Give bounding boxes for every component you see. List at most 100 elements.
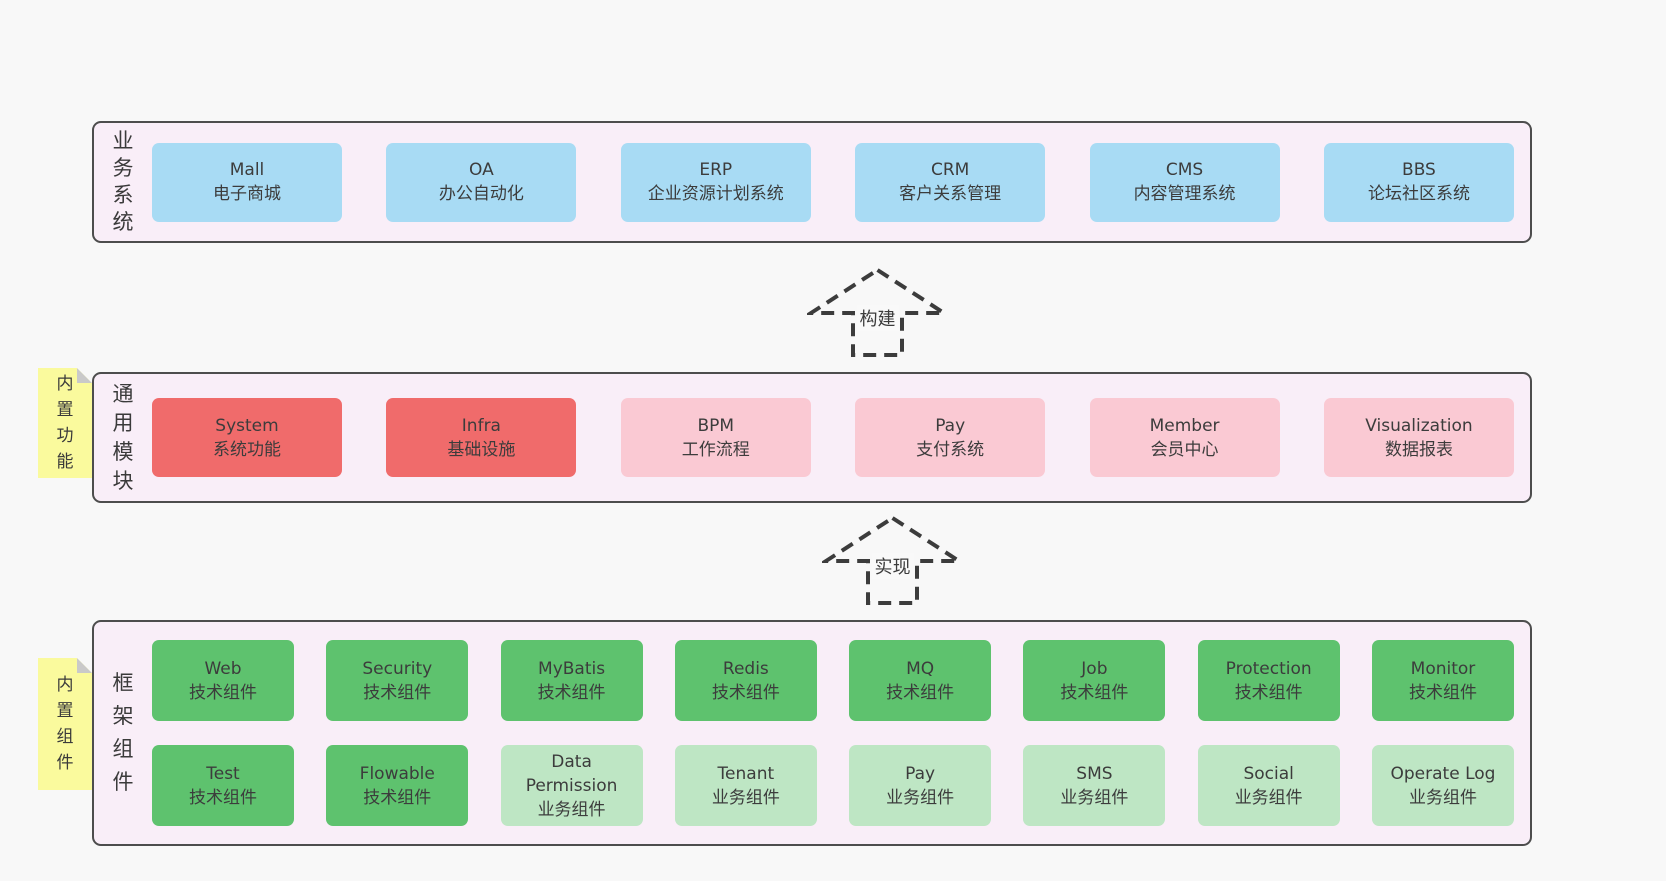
- box-subtitle: 支付系统: [916, 439, 985, 460]
- modules-box-row: System 系统功能 Infra 基础设施 BPM 工作流程 Pay 支付系统…: [152, 374, 1514, 501]
- box-cms: CMS 内容管理系统: [1089, 142, 1280, 222]
- box-subtitle: 工作流程: [681, 439, 750, 460]
- box-title: Pay: [935, 415, 966, 436]
- box-title: Flowable: [359, 763, 435, 784]
- box-subtitle: 技术组件: [886, 682, 955, 703]
- box-pay-system: Pay 支付系统: [855, 398, 1046, 477]
- box-title: Tenant: [717, 763, 775, 784]
- sticky-label: 内置功能: [56, 374, 74, 472]
- box-title: MQ: [906, 658, 935, 679]
- box-crm: CRM 客户关系管理: [855, 142, 1046, 222]
- box-subtitle: 业务组件: [886, 787, 955, 808]
- box-subtitle: 业务组件: [711, 787, 780, 808]
- box-social: Social 业务组件: [1197, 745, 1340, 826]
- box-tenant: Tenant 业务组件: [674, 745, 817, 826]
- box-bpm: BPM 工作流程: [620, 398, 811, 477]
- sticky-fold-corner: [77, 368, 92, 383]
- box-subtitle: 业务组件: [1234, 787, 1303, 808]
- box-subtitle: 业务组件: [1408, 787, 1477, 808]
- box-subtitle: 技术组件: [189, 682, 257, 703]
- box-subtitle: 办公自动化: [438, 184, 524, 204]
- layer-business-systems: 业务系统 Mall 电子商城 OA 办公自动化 ERP 企业资源计划系统 CRM…: [92, 121, 1532, 243]
- box-subtitle: 技术组件: [1234, 682, 1303, 703]
- components-box-rows: Web 技术组件 Security 技术组件 MyBatis 技术组件 Redi…: [152, 640, 1514, 826]
- box-subtitle: 技术组件: [537, 682, 606, 703]
- components-row-2: Test 技术组件 Flowable 技术组件 Data Permission …: [152, 745, 1514, 826]
- arrow-build: 构建: [807, 266, 948, 358]
- box-title: SMS: [1076, 763, 1113, 784]
- box-web: Web 技术组件: [152, 640, 294, 721]
- box-title: Monitor: [1410, 658, 1476, 679]
- box-subtitle: 数据报表: [1384, 439, 1453, 460]
- box-operate-log: Operate Log 业务组件: [1371, 745, 1514, 826]
- box-title: Operate Log: [1390, 763, 1496, 784]
- box-title: MyBatis: [538, 658, 606, 679]
- box-protection: Protection 技术组件: [1197, 640, 1340, 721]
- box-title: BPM: [697, 415, 735, 436]
- layer-label: 框架组件: [112, 671, 134, 794]
- box-subtitle: 技术组件: [189, 787, 257, 808]
- box-subtitle: 会员中心: [1150, 439, 1219, 460]
- layer-label-gutter: 框架组件: [94, 622, 152, 844]
- box-member: Member 会员中心: [1089, 398, 1280, 477]
- box-visualization: Visualization 数据报表: [1323, 398, 1514, 477]
- box-title: Web: [204, 658, 242, 679]
- box-test: Test 技术组件: [152, 745, 294, 826]
- box-mybatis: MyBatis 技术组件: [500, 640, 643, 721]
- box-subtitle: 客户关系管理: [899, 184, 1002, 204]
- layer-label-gutter: 业务系统: [94, 123, 152, 241]
- box-subtitle: 内容管理系统: [1133, 184, 1236, 204]
- box-bbs: BBS 论坛社区系统: [1323, 142, 1514, 222]
- arrow-label: 构建: [856, 304, 899, 331]
- box-title: Visualization: [1365, 415, 1473, 436]
- sticky-fold-corner: [77, 658, 92, 673]
- box-title: System: [215, 415, 279, 436]
- sticky-note-builtin-components: 内置组件: [38, 658, 92, 790]
- box-title: Security: [362, 658, 433, 679]
- box-title: CMS: [1165, 160, 1204, 180]
- box-subtitle: 系统功能: [213, 439, 281, 460]
- layer-label-gutter: 通用模块: [94, 374, 152, 501]
- box-title: Test: [206, 763, 240, 784]
- box-subtitle: 技术组件: [363, 682, 432, 703]
- sticky-note-builtin-features: 内置功能: [38, 368, 92, 478]
- box-subtitle: 企业资源计划系统: [647, 184, 784, 204]
- box-erp: ERP 企业资源计划系统: [620, 142, 811, 222]
- box-oa: OA 办公自动化: [386, 142, 577, 222]
- box-subtitle: 业务组件: [537, 799, 606, 820]
- box-mq: MQ 技术组件: [849, 640, 992, 721]
- box-subtitle: 电子商城: [213, 184, 281, 204]
- box-subtitle: 基础设施: [447, 439, 516, 460]
- box-job: Job 技术组件: [1023, 640, 1166, 721]
- layer-common-modules: 通用模块 System 系统功能 Infra 基础设施 BPM 工作流程 Pay…: [92, 372, 1532, 503]
- box-data-permission: Data Permission 业务组件: [500, 745, 643, 826]
- box-redis: Redis 技术组件: [674, 640, 817, 721]
- sticky-label: 内置组件: [56, 675, 74, 773]
- box-title: Social: [1243, 763, 1294, 784]
- box-title: OA: [469, 160, 494, 180]
- business-box-row: Mall 电子商城 OA 办公自动化 ERP 企业资源计划系统 CRM 客户关系…: [152, 123, 1514, 241]
- box-title: Redis: [722, 658, 769, 679]
- layer-label: 业务系统: [112, 129, 134, 234]
- box-subtitle: 技术组件: [711, 682, 780, 703]
- layer-label: 通用模块: [112, 381, 134, 493]
- box-title: Job: [1081, 658, 1108, 679]
- box-subtitle: 技术组件: [1408, 682, 1477, 703]
- layer-framework-components: 框架组件 Web 技术组件 Security 技术组件 MyBatis 技术组件…: [92, 620, 1532, 846]
- box-title: ERP: [699, 160, 733, 180]
- box-subtitle: 技术组件: [363, 787, 432, 808]
- box-title: Protection: [1225, 658, 1312, 679]
- box-title: Pay: [905, 763, 936, 784]
- box-infra: Infra 基础设施: [386, 398, 577, 477]
- box-pay-component: Pay 业务组件: [849, 745, 992, 826]
- box-title: Mall: [229, 160, 265, 180]
- box-security: Security 技术组件: [326, 640, 469, 721]
- box-subtitle: 技术组件: [1060, 682, 1129, 703]
- box-subtitle: 论坛社区系统: [1367, 184, 1470, 204]
- arrow-implement: 实现: [822, 514, 963, 606]
- box-title: Data Permission: [525, 751, 618, 796]
- box-mall: Mall 电子商城: [152, 142, 342, 222]
- box-title: Infra: [461, 415, 501, 436]
- box-sms: SMS 业务组件: [1023, 745, 1166, 826]
